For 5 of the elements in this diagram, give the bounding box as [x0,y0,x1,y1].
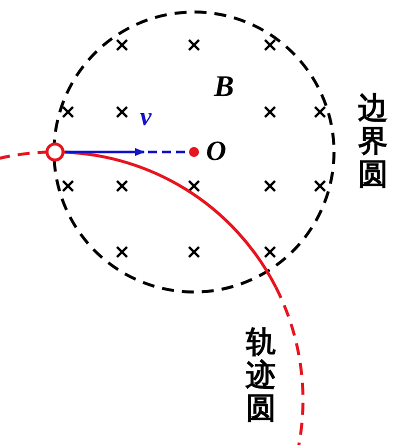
field-label: B [214,72,234,102]
boundary-circle-label: 边界圆 [358,92,388,191]
trajectory-circle-label: 轨迹圆 [246,326,276,425]
center-label: O [206,138,226,166]
velocity-label: v [140,104,152,130]
